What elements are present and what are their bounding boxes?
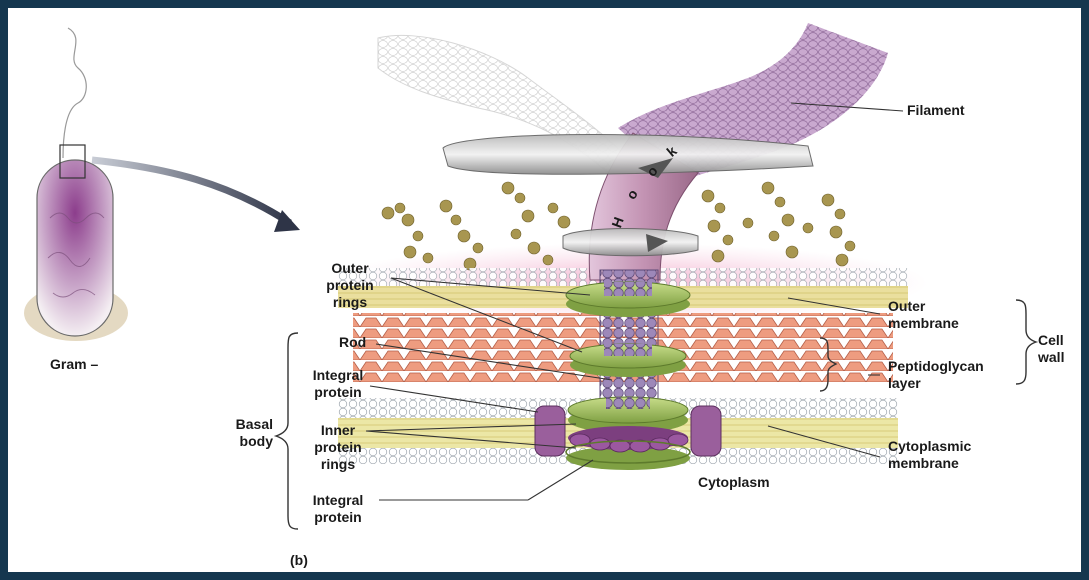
label-inner-protein-rings: Inner protein rings: [298, 422, 378, 473]
diagram-frame: H o o k Filament Outer protein rings Rod…: [8, 8, 1081, 572]
flagellum-thread: [63, 28, 86, 158]
label-filament: Filament: [907, 102, 965, 119]
label-integral-protein-upper: Integral protein: [298, 367, 378, 401]
label-gram-negative: Gram –: [50, 356, 98, 373]
label-cytoplasmic-membrane: Cytoplasmic membrane: [888, 438, 971, 472]
label-cytoplasm: Cytoplasm: [698, 474, 770, 491]
label-panel-b: (b): [290, 552, 308, 569]
label-basal-body: Basal body: [218, 416, 273, 450]
zoom-arrow: [92, 160, 290, 223]
label-integral-protein-lower: Integral protein: [298, 492, 378, 526]
bacterium-cell: [37, 160, 113, 336]
outer-ring-L: [566, 282, 690, 317]
gram-negative-bacterium: [24, 28, 300, 341]
label-outer-protein-rings: Outer protein rings: [310, 260, 390, 311]
label-cell-wall: Cell wall: [1038, 332, 1064, 366]
label-peptidoglycan-layer: Peptidoglycan layer: [888, 358, 984, 392]
flagellum-illustration: [8, 8, 1081, 572]
outer-ring-P: [570, 344, 686, 377]
label-outer-membrane: Outer membrane: [888, 298, 959, 332]
label-rod: Rod: [339, 334, 366, 351]
